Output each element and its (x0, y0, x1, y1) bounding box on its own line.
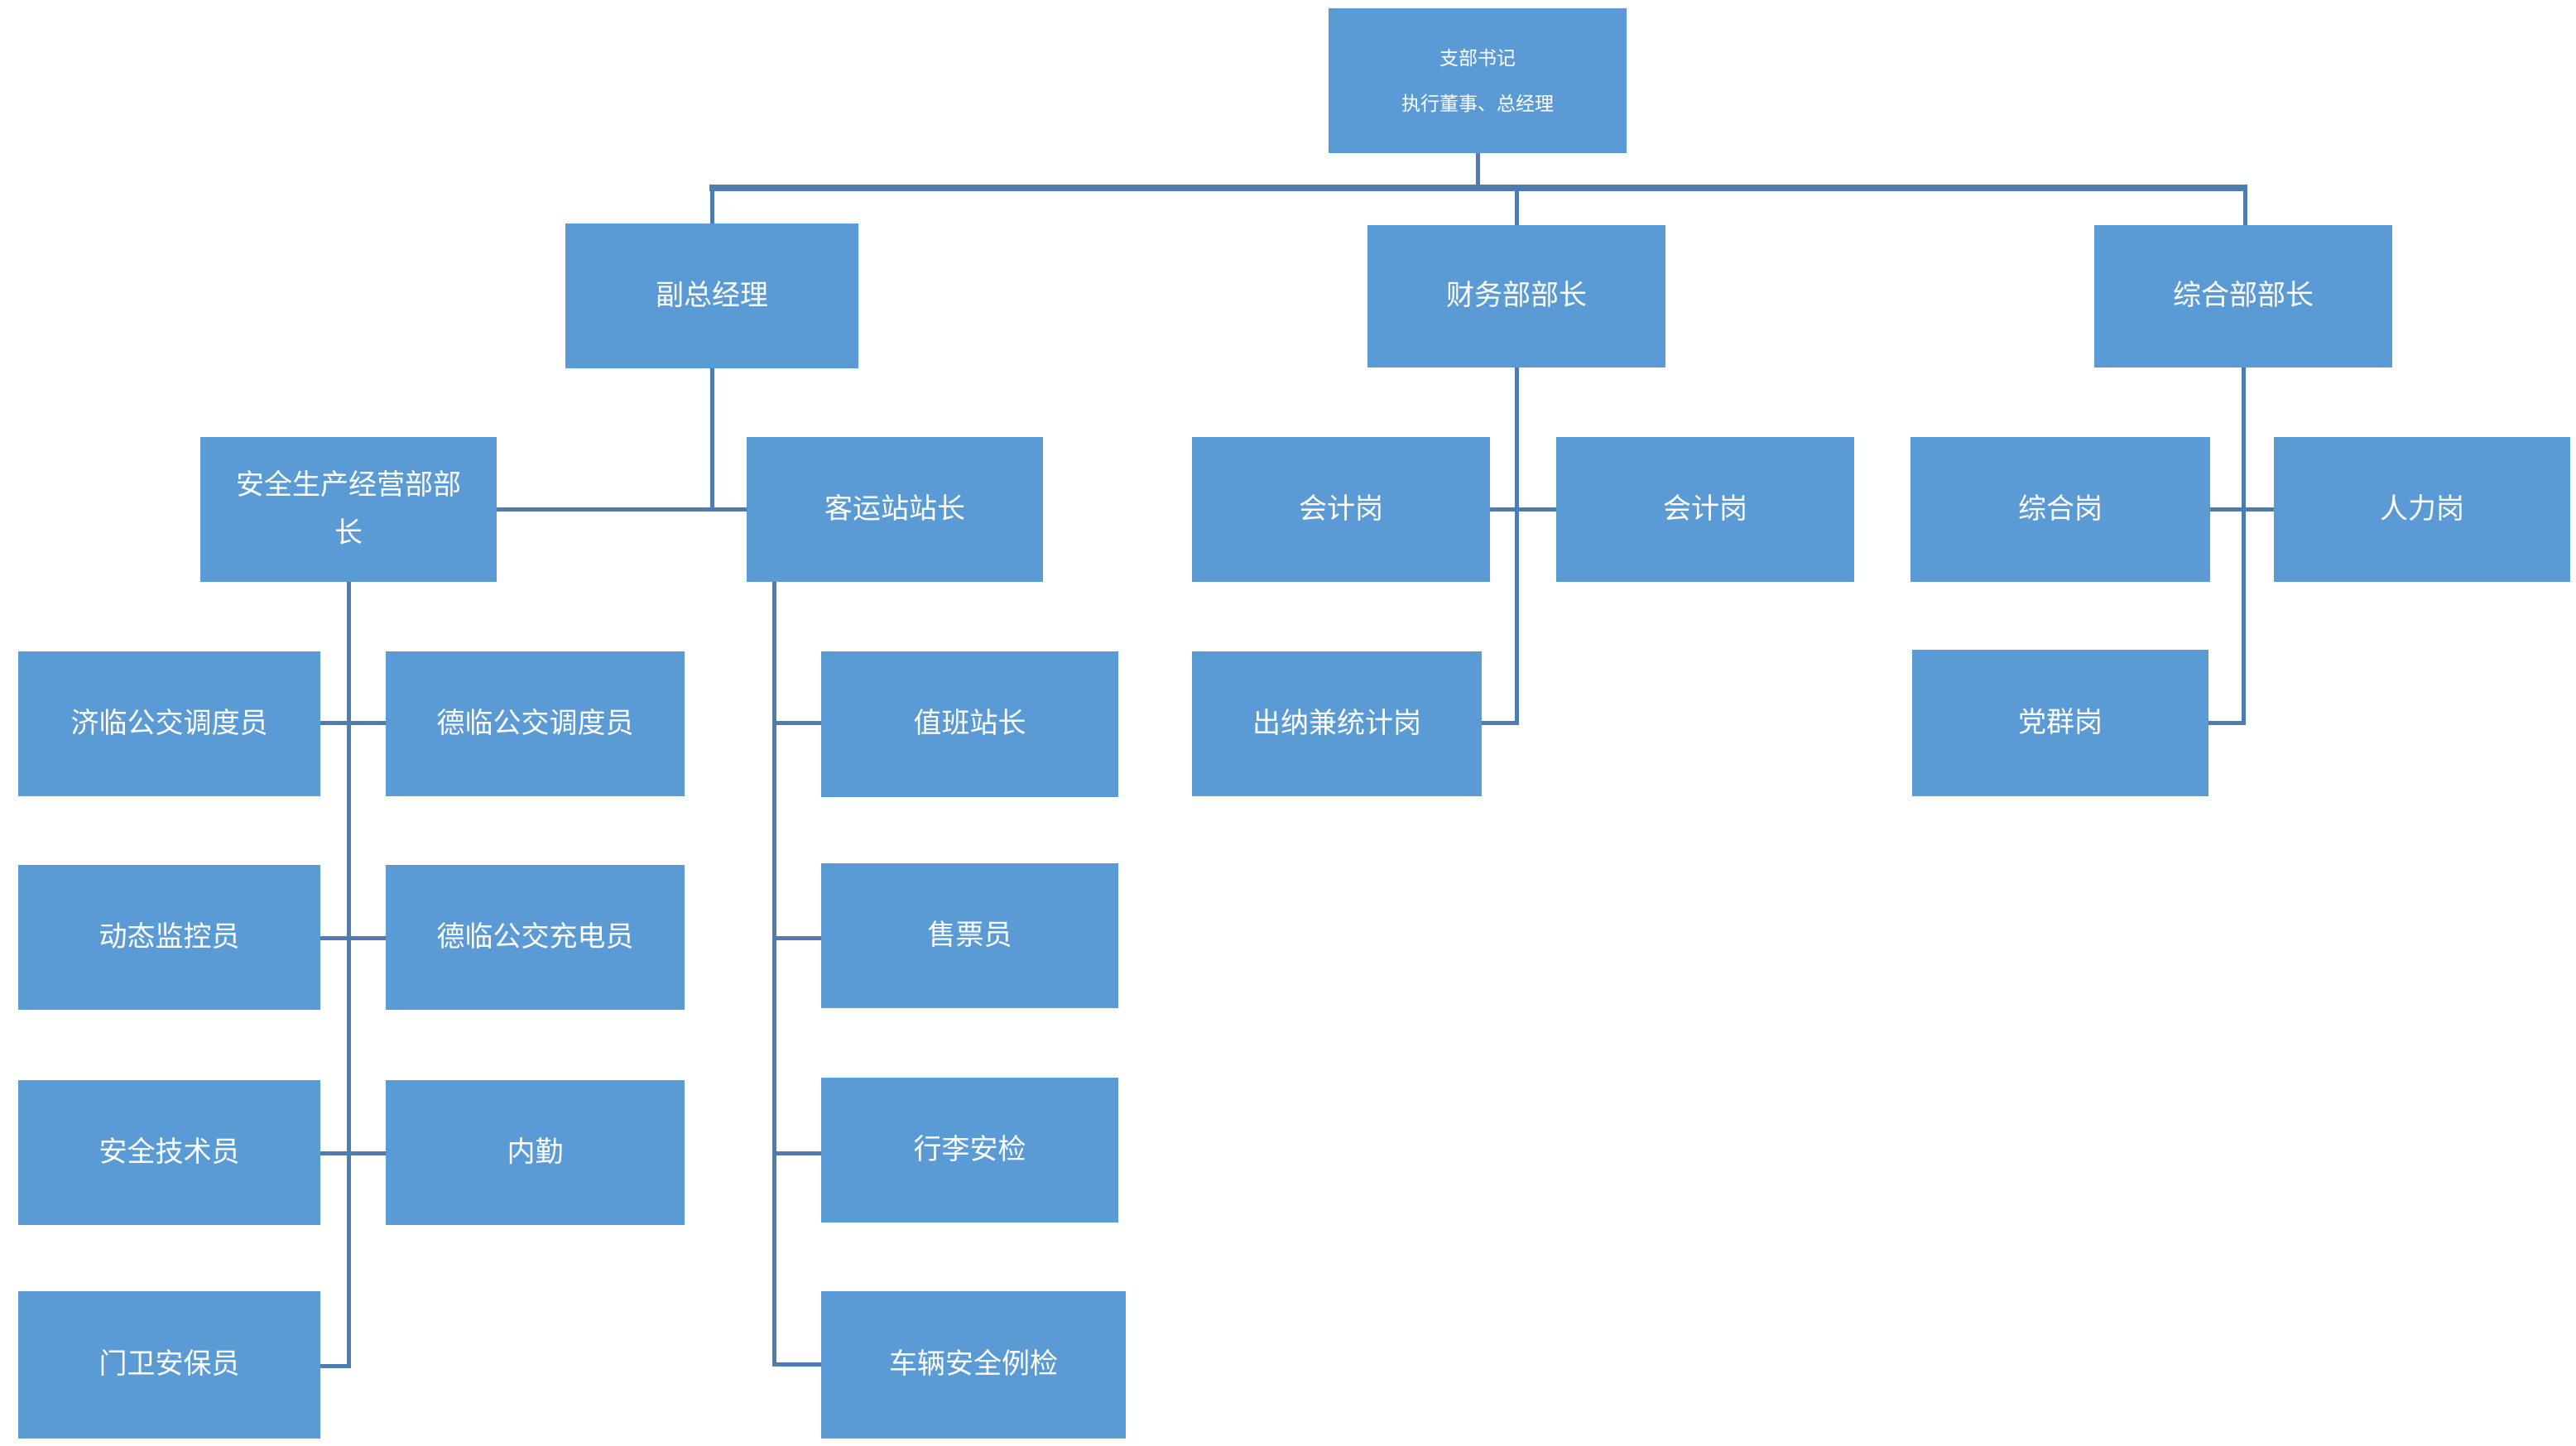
org-connector (1514, 185, 1519, 227)
org-node-anquan-jishuyuan: 安全技术员 (18, 1080, 320, 1225)
org-connector (2208, 720, 2246, 725)
org-node-zhiban-zhanzhang: 值班站长 (821, 651, 1118, 797)
org-connector (320, 1363, 351, 1368)
org-connector (2242, 185, 2247, 227)
org-node-delin-gongjiao-diaoduyuan: 德临公交调度员 (386, 651, 685, 796)
org-node-caiwubu-buzhang: 财务部部长 (1367, 225, 1665, 368)
org-connector (2210, 507, 2274, 512)
org-connector (709, 368, 714, 512)
org-connector (1482, 720, 1519, 725)
org-node-neiqin: 内勤 (386, 1080, 685, 1225)
org-node-dongtai-jiankongyuan: 动态监控员 (18, 865, 320, 1010)
org-connector (709, 185, 714, 225)
org-connector (497, 507, 747, 512)
org-connector (346, 582, 351, 1368)
org-node-dangqun-gang: 党群岗 (1912, 650, 2208, 796)
org-connector (320, 1151, 386, 1155)
org-connector (1490, 507, 1556, 512)
org-node-menwei-anbaoyuan: 门卫安保员 (18, 1291, 320, 1439)
org-node-renli-gang: 人力岗 (2274, 437, 2570, 582)
org-connector (709, 185, 2247, 191)
org-node-zhibu-shuji-zongjingli: 支部书记 执行董事、总经理 (1329, 8, 1627, 153)
org-node-delin-gongjiao-chongdianyuan: 德临公交充电员 (386, 865, 685, 1010)
org-connector (771, 720, 821, 725)
org-node-kuaiji-gang-1: 会计岗 (1192, 437, 1490, 582)
org-connector (1475, 153, 1480, 191)
org-node-chuna-jian-tongji-gang: 出纳兼统计岗 (1192, 651, 1482, 796)
org-connector (320, 720, 386, 725)
org-node-xingli-anjian: 行李安检 (821, 1078, 1118, 1223)
org-connector (771, 582, 776, 1367)
org-node-shoupiaoyuan: 售票员 (821, 863, 1118, 1008)
org-connector (1514, 363, 1519, 725)
org-node-fu-zongjingli: 副总经理 (565, 223, 858, 368)
org-connector (771, 935, 821, 940)
org-node-anquan-shengchan-jingyingbu-buzhang: 安全生产经营部部长 (200, 437, 497, 582)
org-connector (2241, 363, 2246, 725)
org-node-zonghebu-buzhang: 综合部部长 (2094, 225, 2392, 368)
org-node-zonghe-gang: 综合岗 (1910, 437, 2210, 582)
org-node-keyunzhan-zhanzhang: 客运站站长 (747, 437, 1043, 582)
org-node-jilin-gongjiao-diaoduyuan: 济临公交调度员 (18, 651, 320, 796)
org-connector (771, 1362, 821, 1367)
org-node-kuaiji-gang-2: 会计岗 (1556, 437, 1854, 582)
org-connector (320, 935, 386, 940)
org-node-cheliang-anquan-lijian: 车辆安全例检 (821, 1291, 1126, 1439)
org-connector (771, 1151, 821, 1155)
